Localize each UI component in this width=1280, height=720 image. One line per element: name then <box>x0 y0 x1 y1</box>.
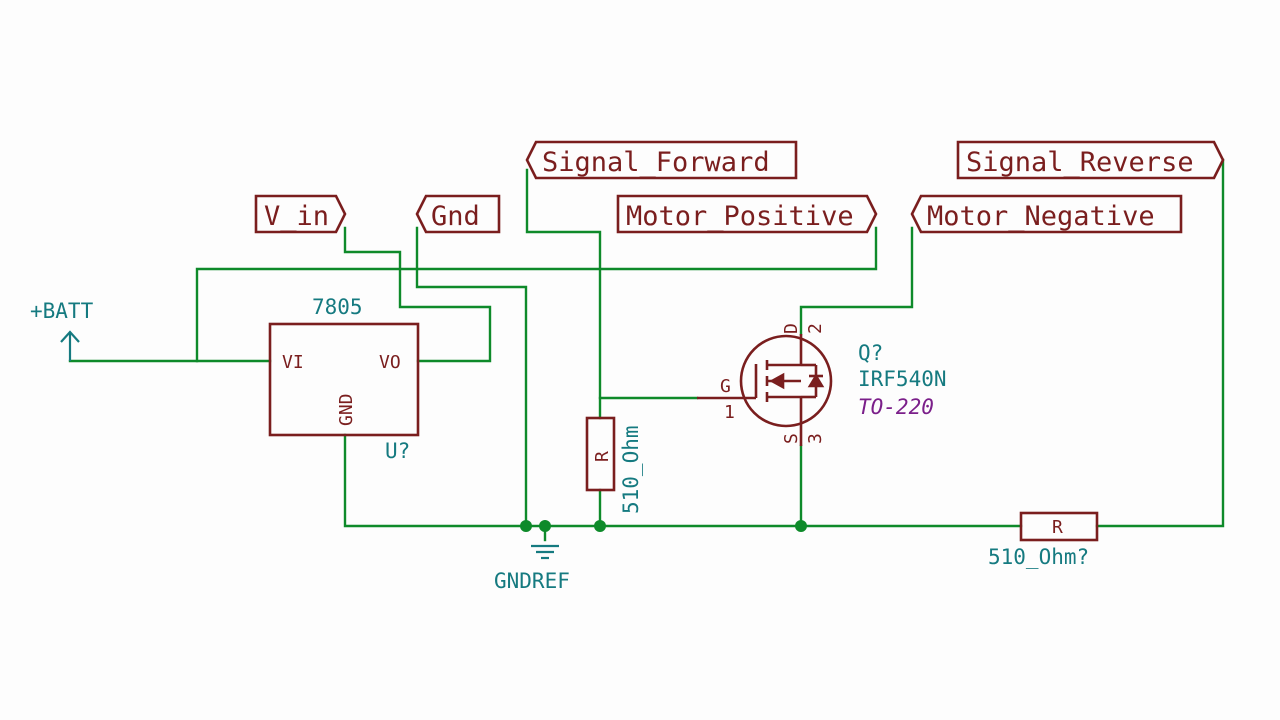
regulator-7805[interactable]: 7805 U? VI VO GND <box>268 295 420 463</box>
junction-gnd-left <box>520 520 532 532</box>
global-label-v-in[interactable]: V_in <box>254 194 347 234</box>
mosfet-pin-s: S <box>781 433 802 444</box>
power-batt-label: +BATT <box>30 299 94 323</box>
mosfet-value: IRF540N <box>858 367 947 391</box>
resistor-signal[interactable]: R 510_Ohm? <box>988 511 1099 569</box>
global-label-v-in-text: V_in <box>264 201 329 232</box>
resistor-signal-symbol: R <box>1052 517 1063 538</box>
power-batt[interactable]: +BATT <box>30 299 94 361</box>
power-gndref[interactable]: GNDREF <box>494 544 570 593</box>
global-label-motor-negative-text: Motor_Negative <box>927 201 1155 232</box>
global-label-motor-negative[interactable]: Motor_Negative <box>910 194 1183 234</box>
resistor-gate-value: 510_Ohm <box>619 425 643 514</box>
global-label-motor-positive[interactable]: Motor_Positive <box>616 194 878 234</box>
mosfet-pin-1: 1 <box>724 402 735 423</box>
wire-motor-positive <box>195 226 878 363</box>
global-label-signal-reverse-text: Signal_Reverse <box>966 147 1194 178</box>
wire-motor-negative <box>799 226 914 336</box>
wire-reg-gnd <box>343 433 1023 528</box>
global-label-gnd-text: Gnd <box>431 201 480 232</box>
global-label-signal-forward-text: Signal_Forward <box>542 147 770 178</box>
wire-v-in <box>343 226 492 363</box>
resistor-gate-symbol: R <box>592 451 613 462</box>
resistor-gate[interactable]: R 510_Ohm <box>585 416 643 514</box>
mosfet-pin-3: 3 <box>805 433 826 444</box>
regulator-pin-vo: VO <box>379 352 401 373</box>
wire-signal-reverse <box>1095 158 1225 528</box>
regulator-pin-vi: VI <box>282 352 304 373</box>
power-gndref-label: GNDREF <box>494 569 570 593</box>
mosfet-pin-g: G <box>720 376 731 397</box>
regulator-value: 7805 <box>312 295 363 319</box>
wire-gnd-label <box>415 226 528 528</box>
mosfet-pin-d: D <box>781 323 802 334</box>
wire-signal-forward <box>525 168 699 400</box>
junctions <box>520 520 807 532</box>
resistor-signal-value: 510_Ohm? <box>988 545 1089 569</box>
junction-gndref <box>539 520 551 532</box>
junction-rgate <box>594 520 606 532</box>
mosfet-reference: Q? <box>858 341 883 365</box>
regulator-body <box>268 322 420 437</box>
mosfet-irf540n[interactable]: G 1 D 2 S 3 Q? IRF540N TO-220 <box>697 323 947 446</box>
resistor-gate-body <box>585 416 616 492</box>
mosfet-pin-2: 2 <box>805 323 826 334</box>
global-label-motor-positive-text: Motor_Positive <box>626 201 854 232</box>
junction-source <box>795 520 807 532</box>
mosfet-footprint: TO-220 <box>858 395 934 419</box>
regulator-reference: U? <box>385 439 410 463</box>
global-label-gnd[interactable]: Gnd <box>415 194 501 234</box>
global-label-signal-forward[interactable]: Signal_Forward <box>525 140 798 180</box>
mosfet-body <box>739 334 833 428</box>
resistor-signal-body <box>1019 511 1099 542</box>
global-label-signal-reverse[interactable]: Signal_Reverse <box>956 140 1225 180</box>
regulator-pin-gnd: GND <box>336 393 357 426</box>
